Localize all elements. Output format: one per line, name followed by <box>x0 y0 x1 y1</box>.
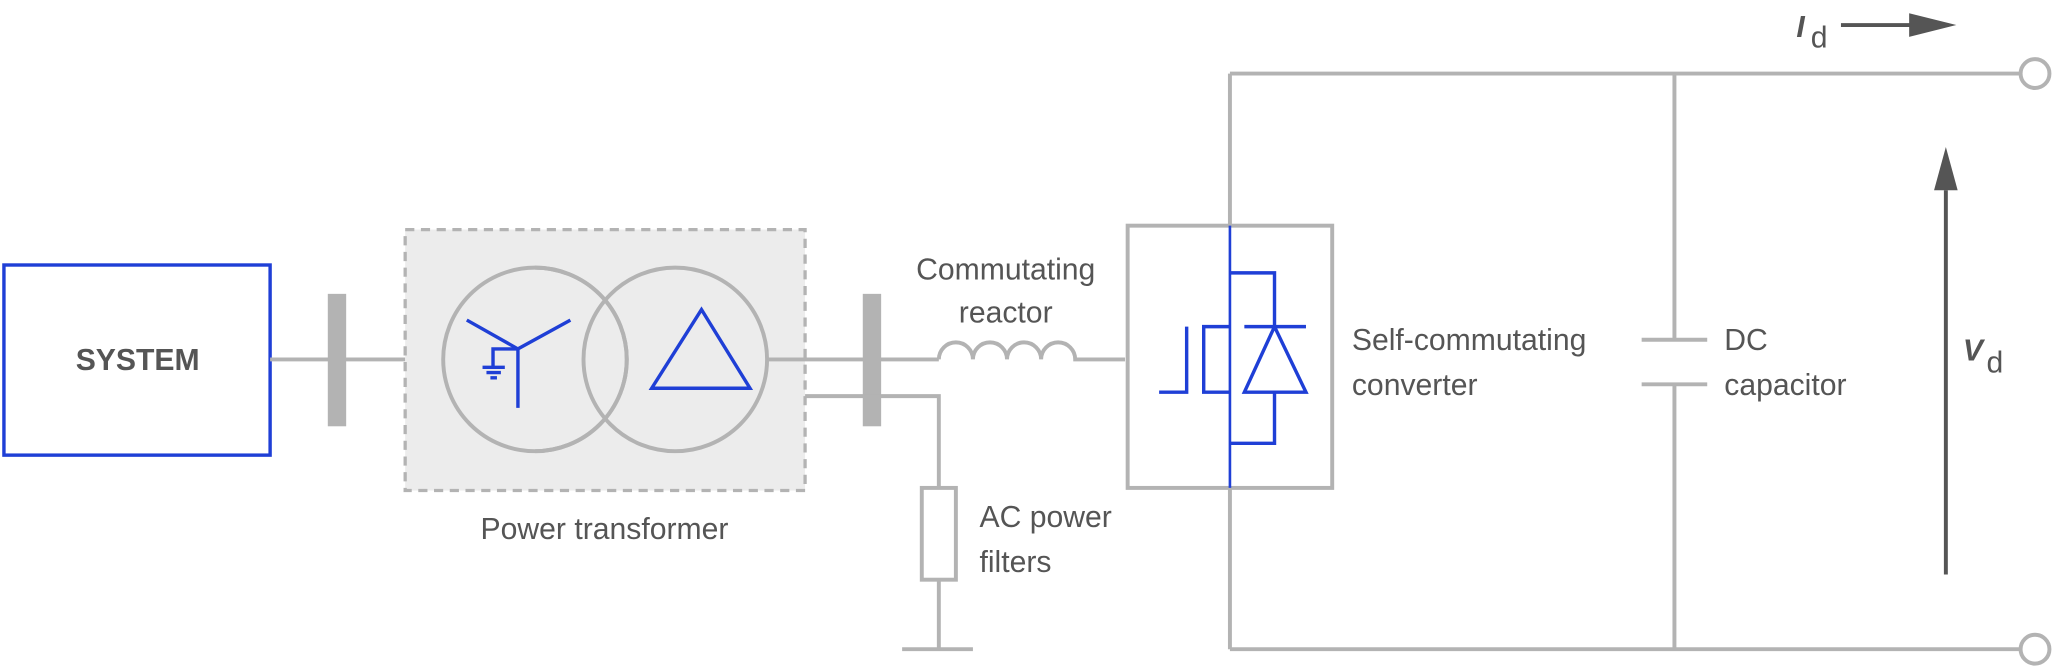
converter-label-2: converter <box>1352 369 1478 402</box>
voltage-subscript: d <box>1987 347 2004 380</box>
negative-terminal-icon <box>2018 632 2052 666</box>
power-transformer-box <box>403 227 807 493</box>
igbt-diode-icon <box>1159 225 1309 488</box>
filter-branch <box>805 394 973 652</box>
capacitor-icon <box>1641 73 1708 650</box>
positive-terminal-icon <box>2018 57 2052 90</box>
dc-capacitor-label-1: DC <box>1724 324 1768 357</box>
ac-filter-icon <box>919 485 958 582</box>
transformer-overlap-arc <box>534 265 629 454</box>
ac-filters-label-2: filters <box>979 546 1051 579</box>
inductor-icon <box>936 340 1126 362</box>
commutating-reactor-label-1: Commutating <box>916 253 1095 286</box>
current-subscript: d <box>1811 21 1828 54</box>
voltage-arrow-icon <box>1934 146 1958 575</box>
system-label: SYSTEM <box>76 344 200 377</box>
wye-winding-icon <box>465 318 572 408</box>
converter-label-1: Self-commutating <box>1352 324 1587 357</box>
delta-winding-icon <box>648 306 754 390</box>
current-symbol: I <box>1796 11 1805 44</box>
voltage-symbol: V <box>1963 335 1986 368</box>
current-arrow-icon <box>1840 13 1957 37</box>
dc-capacitor-label-2: capacitor <box>1724 369 1846 402</box>
ac-filters-label-1: AC power <box>979 501 1111 534</box>
commutating-reactor-label-2: reactor <box>959 297 1053 330</box>
busbar-icon <box>327 293 347 427</box>
power-transformer-label: Power transformer <box>481 513 729 546</box>
busbar-icon <box>862 293 882 427</box>
system-box <box>2 263 272 457</box>
dc-rails <box>1227 71 2020 652</box>
ground-icon <box>482 365 505 380</box>
